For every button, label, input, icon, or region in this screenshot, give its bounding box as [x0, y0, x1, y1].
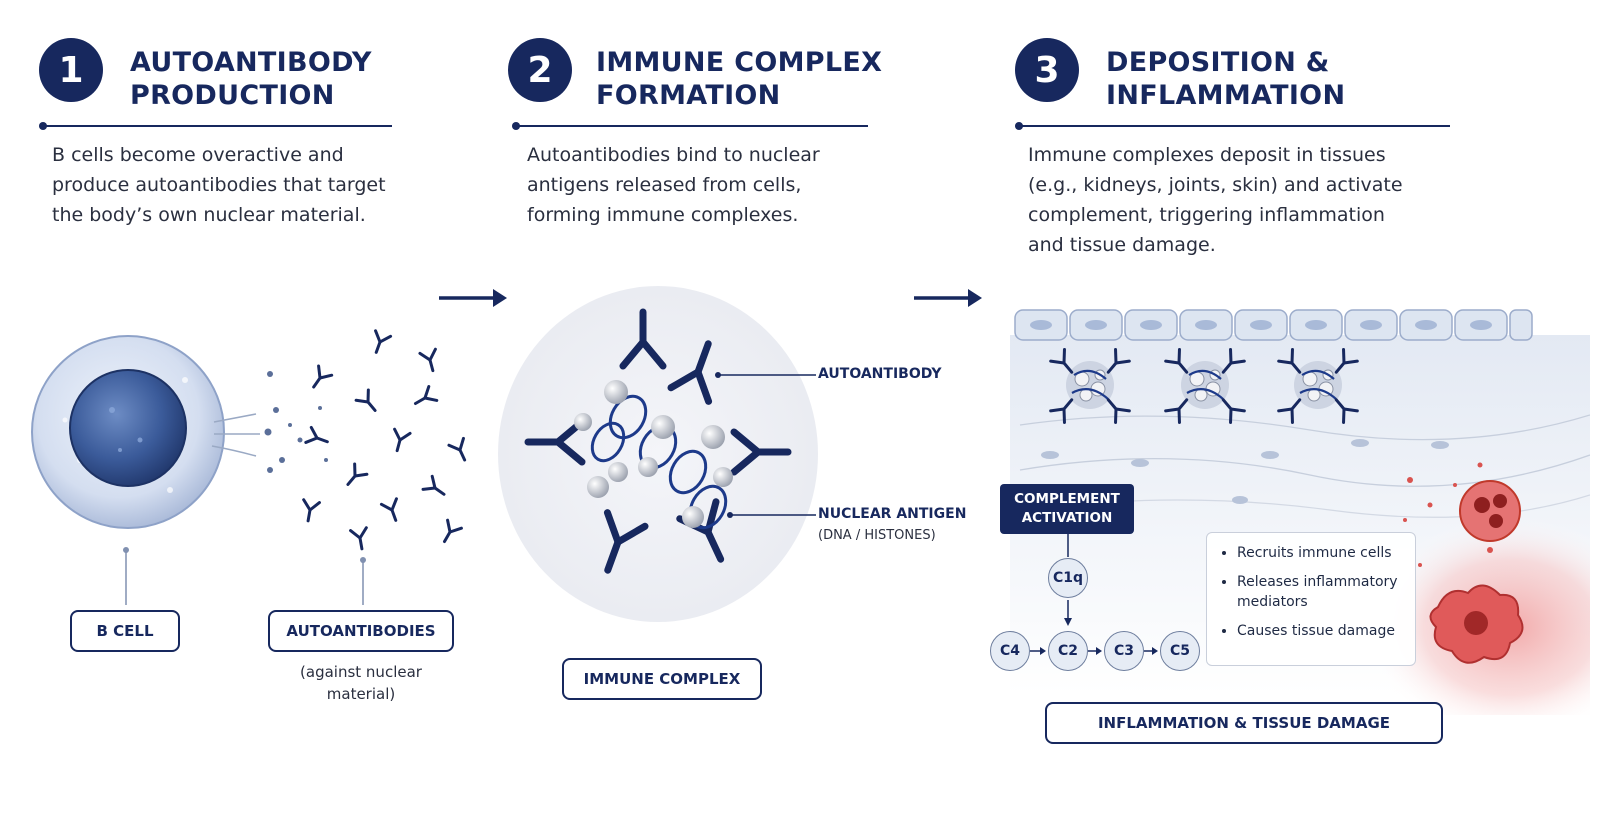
- complement-node-c1q: C1q: [1048, 558, 1088, 598]
- step-1-title-line2: PRODUCTION: [130, 79, 372, 112]
- antibody-icon: [300, 331, 472, 550]
- autoantibodies-sublabel-line: (against nuclear: [268, 661, 454, 683]
- step-1-title-line1: AUTOANTIBODY: [130, 46, 372, 79]
- step-2-desc-line: antigens released from cells,: [527, 170, 907, 200]
- nuclear-antigen-subannotation: (DNA / HISTONES): [818, 528, 936, 543]
- step-3-desc-line: Immune complexes deposit in tissues: [1028, 140, 1478, 170]
- panel-1-illustration: [20, 310, 490, 610]
- complement-line2: ACTIVATION: [1014, 509, 1120, 528]
- b-cell-icon: [32, 336, 260, 528]
- autoantibody-annotation: AUTOANTIBODY: [818, 366, 941, 382]
- arrow-right-icon: [912, 286, 984, 310]
- effects-box: Recruits immune cells Releases inflammat…: [1206, 532, 1416, 666]
- step-3-desc-line: complement, triggering inflammation: [1028, 200, 1478, 230]
- step-3-title-line1: DEPOSITION &: [1106, 46, 1345, 79]
- step-3-description: Immune complexes deposit in tissues (e.g…: [1028, 140, 1478, 260]
- complement-node-c4: C4: [990, 631, 1030, 671]
- step-1-title: AUTOANTIBODY PRODUCTION: [130, 46, 372, 112]
- step-1-desc-line: B cells become overactive and: [52, 140, 432, 170]
- step-3-title-line2: INFLAMMATION: [1106, 79, 1345, 112]
- step-1-description: B cells become overactive and produce au…: [52, 140, 432, 230]
- complement-activation-box: COMPLEMENT ACTIVATION: [1000, 484, 1134, 534]
- effect-item: Recruits immune cells: [1237, 543, 1405, 563]
- step-2-title-line1: IMMUNE COMPLEX: [596, 46, 882, 79]
- step-1-rule: [42, 125, 392, 127]
- step-1-desc-line: produce autoantibodies that target: [52, 170, 432, 200]
- complement-node-c2: C2: [1048, 631, 1088, 671]
- autoantibodies-label: AUTOANTIBODIES: [268, 610, 454, 652]
- complement-node-c5: C5: [1160, 631, 1200, 671]
- autoantibodies-sublabel: (against nuclear material): [268, 661, 454, 705]
- step-3-desc-line: and tissue damage.: [1028, 230, 1478, 260]
- step-1-desc-line: the body’s own nuclear material.: [52, 200, 432, 230]
- step-3-title: DEPOSITION & INFLAMMATION: [1106, 46, 1345, 112]
- complement-node-c3: C3: [1104, 631, 1144, 671]
- step-2-title: IMMUNE COMPLEX FORMATION: [596, 46, 882, 112]
- effect-item: Releases inflammatory mediators: [1237, 572, 1405, 612]
- step-2-desc-line: Autoantibodies bind to nuclear: [527, 140, 907, 170]
- effect-item: Causes tissue damage: [1237, 621, 1405, 641]
- secretion-dots: [265, 371, 329, 473]
- complement-line1: COMPLEMENT: [1014, 490, 1120, 509]
- neutrophil-icon: [1460, 481, 1520, 541]
- nuclear-antigen-annotation: NUCLEAR ANTIGEN: [818, 506, 966, 522]
- step-2-number: 2: [508, 38, 572, 102]
- step-2-rule: [515, 125, 868, 127]
- immune-complex-label: IMMUNE COMPLEX: [562, 658, 762, 700]
- step-2-description: Autoantibodies bind to nuclear antigens …: [527, 140, 907, 230]
- step-3-rule: [1018, 125, 1450, 127]
- step-2-desc-line: forming immune complexes.: [527, 200, 907, 230]
- step-3-number: 3: [1015, 38, 1079, 102]
- step-1-number: 1: [39, 38, 103, 102]
- autoantibodies-sublabel-line: material): [268, 683, 454, 705]
- panel-2-illustration: [498, 282, 828, 622]
- b-cell-label: B CELL: [70, 610, 180, 652]
- inflammation-tissue-damage-label: INFLAMMATION & TISSUE DAMAGE: [1045, 702, 1443, 744]
- step-2-title-line2: FORMATION: [596, 79, 882, 112]
- step-3-desc-line: (e.g., kidneys, joints, skin) and activa…: [1028, 170, 1478, 200]
